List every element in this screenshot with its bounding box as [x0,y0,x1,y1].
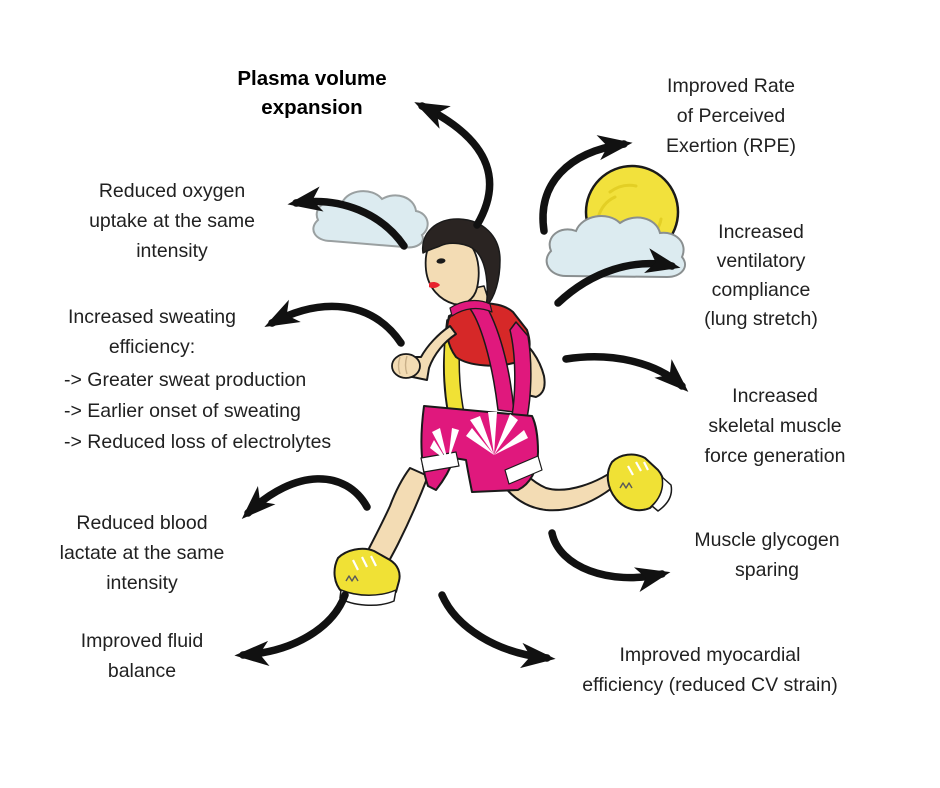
runner-shorts-hem-back [504,455,543,485]
arrow-to-reduced-oxygen-uptake [287,186,408,250]
label-reduced-blood-lactate: Reduced blood lactate at the same intens… [59,512,225,594]
label-improved-fluid-balance: Improved fluid balance [80,630,204,682]
arrow-to-improved-myocardial-efficiency [438,591,556,669]
runner-figure [333,218,673,606]
arrow-to-increased-ventilatory-compliance [554,248,681,307]
arrow-to-muscle-glycogen-sparing [548,529,671,593]
arrow-to-improved-fluid-balance [234,591,349,667]
arrow-to-reduced-blood-lactate [241,475,371,519]
label-increased-skeletal-muscle-force: Increased skeletal muscle force generati… [704,385,846,467]
runner-left-shoe [333,547,401,606]
label-reduced-oxygen-uptake: Reduced oxygen uptake at the same intens… [89,180,255,262]
runner-shorts-sunburst [430,412,528,462]
label-muscle-glycogen-sparing: Muscle glycogen sparing [694,529,840,581]
runner-mouth [429,281,440,289]
label-increased-ventilatory-compliance: Increased ventilatory compliance (lung s… [704,221,818,330]
runner-collar [449,299,493,317]
label-improved-myocardial-efficiency: Improved myocardial efficiency (reduced … [582,644,838,696]
label-improved-rpe: Improved Rate of Perceived Exertion (RPE… [665,75,797,157]
arrow-to-plasma-volume-expansion [414,102,494,229]
label-plasma-volume-expansion: Plasma volume expansion [237,67,387,119]
runner-eye [436,258,446,264]
arrow-to-improved-rpe [539,135,633,235]
runner-right-shoe [606,453,673,512]
arrow-to-increased-sweating-efficiency [264,299,405,347]
label-sweating-efficiency-bullets: -> Greater sweat production -> Earlier o… [64,369,332,453]
label-increased-sweating-efficiency: Increased sweating efficiency: [67,306,237,358]
arrow-to-increased-skeletal-muscle-force [562,353,689,392]
